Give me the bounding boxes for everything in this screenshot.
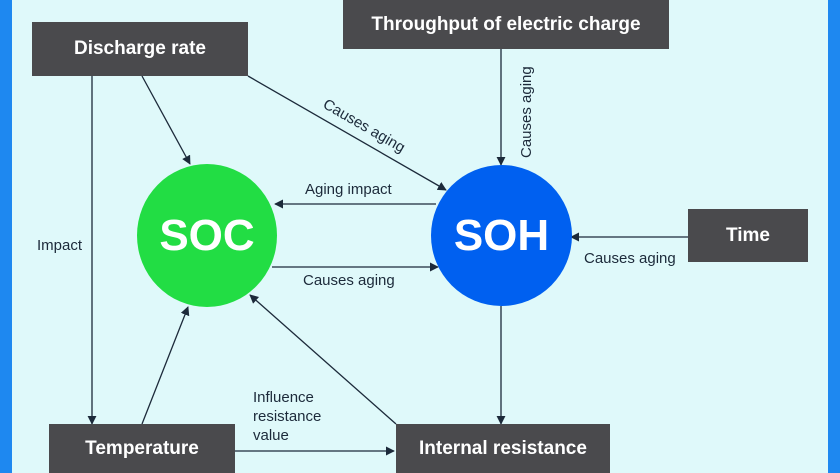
label-line-2: resistance [253,408,322,425]
label-soc-to-soh: Causes aging [303,272,395,289]
node-internal-resistance: Internal resistance [396,424,610,473]
label-line-1: Influence [253,389,314,406]
arrow-discharge-to-soh [247,75,447,191]
arrow-resistance-to-soc [249,294,397,425]
label-discharge-to-soh: Causes aging [320,96,408,157]
label-temperature-to-resistance: Influence resistance value [253,388,321,445]
node-soc: SOC [137,164,277,307]
arrow-discharge-to-soc [141,75,191,165]
node-discharge-rate: Discharge rate [32,22,248,76]
label-time-to-soh: Causes aging [584,250,676,267]
label-throughput-to-soh: Causes aging [518,66,535,158]
node-soh: SOH [431,165,572,306]
label-discharge-to-temperature: Impact [37,237,83,254]
node-temperature: Temperature [49,424,235,473]
node-throughput: Throughput of electric charge [343,0,669,49]
label-line-3: value [253,427,289,444]
arrow-temperature-to-soc [141,306,190,425]
node-time: Time [688,209,808,262]
label-soh-to-soc: Aging impact [305,181,393,198]
